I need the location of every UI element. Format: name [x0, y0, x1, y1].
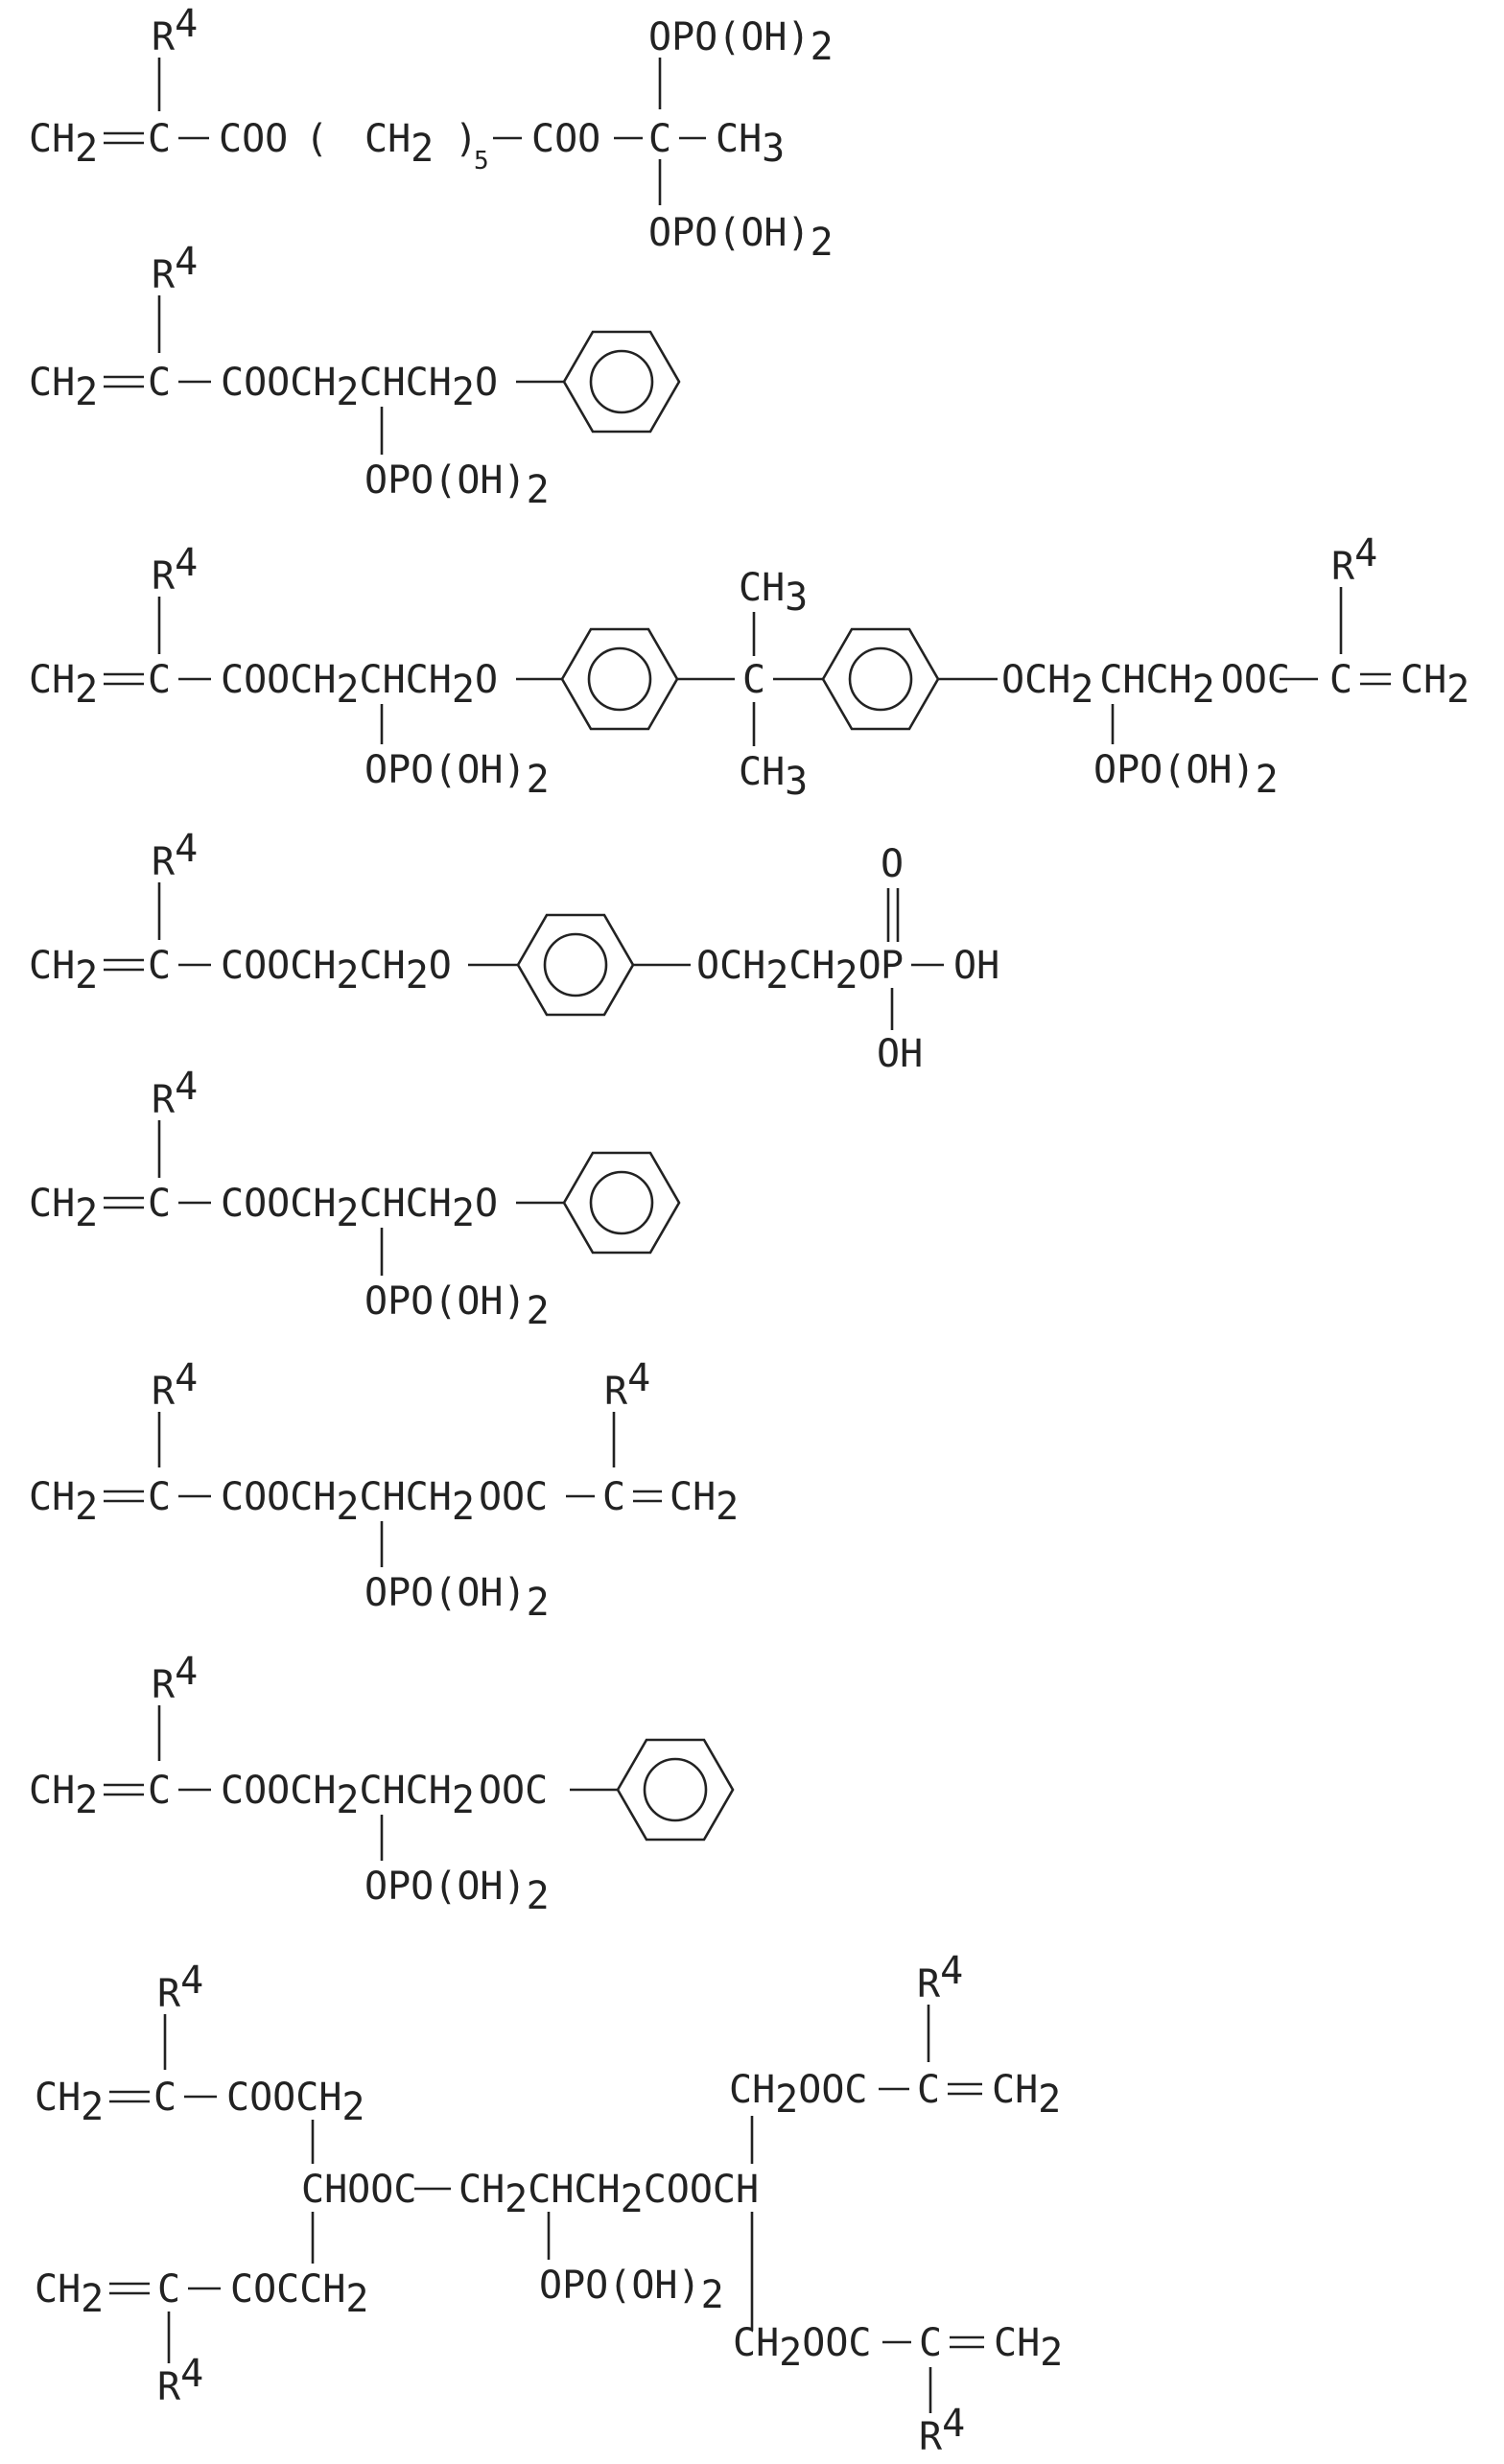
carbon-label: C: [602, 1475, 625, 1519]
r4-label: R4: [919, 2402, 965, 2459]
structure-8: R4 CH2 C COOCH2 CHOOC CH2CHCH2COOCH OPO(…: [35, 1949, 1063, 2459]
chain-label: CHOOC: [301, 2168, 416, 2212]
ester-label: COCCH2: [230, 2267, 369, 2321]
r4-label: R4: [152, 240, 198, 297]
phosphate-group: OPO(OH)2: [648, 211, 834, 265]
carbon-label: C: [148, 1475, 171, 1519]
chain-label: CH2CHCH2COOCH: [458, 2168, 759, 2221]
carbon-label: C: [157, 2267, 180, 2311]
methyl-label: CH3: [739, 750, 808, 804]
ch2-label: CH2: [29, 1475, 98, 1529]
ch2-label: CH2: [1400, 658, 1469, 712]
structure-1: R4 CH2 C COO ( CH2 ) 5 COO C CH3 OPO(OH)…: [29, 2, 834, 265]
benzene-ring: [618, 1740, 733, 1840]
r4-label: R4: [152, 1356, 198, 1414]
structure-5: R4 CH2 C COOCH2CHCH2O OPO(OH)2: [29, 1065, 679, 1333]
benzene-ring: [564, 332, 679, 432]
r4-label: R4: [152, 2, 198, 59]
phosphate-group: OPO(OH)2: [539, 2264, 724, 2317]
r4-label: R4: [152, 1650, 198, 1707]
carbon-label: C: [148, 361, 171, 405]
r4-label: R4: [152, 541, 198, 598]
chain-label: COOCH2CHCH2OOC: [221, 1475, 548, 1529]
ch2-label: CH2: [29, 658, 98, 712]
r4-label: R4: [157, 2352, 203, 2409]
open-paren: (: [305, 117, 328, 161]
ester-label: COO: [531, 117, 600, 161]
r4-label: R4: [1331, 531, 1377, 589]
phosphate-group: OPO(OH)2: [364, 748, 550, 802]
chain-label: OCH2CHCH2OOC: [1001, 658, 1290, 712]
ch2-label: CH2: [29, 944, 98, 997]
chain-label: CH2OOC: [733, 2321, 872, 2375]
r4-label: R4: [152, 1065, 198, 1122]
carbon-label: C: [919, 2321, 942, 2365]
chain-label: CH2OOC: [729, 2068, 868, 2122]
structure-7: R4 CH2 C COOCH2CHCH2OOC OPO(OH)2: [29, 1650, 733, 1918]
carbon-label: C: [148, 944, 171, 988]
chain-label: COOCH2CHCH2OOC: [221, 1769, 548, 1822]
carbon-label: C: [742, 658, 765, 702]
phosphate-group: OPO(OH)2: [364, 458, 550, 512]
phosphorus-label: P: [881, 944, 904, 988]
chain-label: COOCH2CHCH2O: [221, 1182, 498, 1235]
methylene-label: CH2: [364, 117, 434, 171]
structure-6: R4 CH2 C COOCH2CHCH2OOC C CH2 R4 OPO(OH)…: [29, 1356, 739, 1625]
carbon-label: C: [1329, 658, 1352, 702]
r4-label: R4: [157, 1959, 203, 2016]
benzene-ring: [562, 629, 677, 729]
ch2-label: CH2: [29, 361, 98, 414]
phosphate-group: OPO(OH)2: [364, 1865, 550, 1918]
structure-3: R4 CH2 C COOCH2CHCH2O CH3 C CH3 OCH2CHCH…: [29, 531, 1469, 804]
phosphate-group: OPO(OH)2: [1093, 748, 1279, 802]
benzene-ring: [564, 1153, 679, 1253]
oxygen-label: O: [881, 842, 904, 886]
ch2-label: CH2: [29, 1769, 98, 1822]
carbon-label: C: [917, 2068, 940, 2112]
hydroxyl-label: OH: [877, 1032, 923, 1076]
structure-4: R4 CH2 C COOCH2CH2O OCH2CH2O P OH O OH: [29, 827, 999, 1076]
carbon-label: C: [148, 117, 171, 161]
phosphate-group: OPO(OH)2: [364, 1279, 550, 1333]
ch2-label: CH2: [992, 2068, 1061, 2122]
hydroxyl-label: OH: [953, 944, 999, 988]
ester-label: COOCH2: [226, 2076, 365, 2129]
carbon-label: C: [148, 1769, 171, 1813]
carbon-label: C: [648, 117, 671, 161]
chain-label: COOCH2CHCH2O: [221, 658, 498, 712]
carbon-label: C: [148, 1182, 171, 1226]
r4-label: R4: [917, 1949, 963, 2006]
ch2-label: CH2: [29, 1182, 98, 1235]
ch2-label: CH2: [994, 2321, 1063, 2375]
chain-label: COOCH2CH2O: [221, 944, 452, 997]
ch2-label: CH2: [35, 2076, 104, 2129]
structure-2: R4 CH2 C COOCH2CHCH2O OPO(OH)2: [29, 240, 679, 512]
ch2-label: CH2: [29, 117, 98, 171]
ch2-label: CH2: [35, 2267, 104, 2321]
phosphate-group: OPO(OH)2: [364, 1571, 550, 1625]
carbon-label: C: [153, 2076, 176, 2120]
benzene-ring: [518, 915, 633, 1015]
r4-label: R4: [152, 827, 198, 884]
ch2-label: CH2: [670, 1475, 739, 1529]
methyl-label: CH3: [739, 566, 808, 620]
phosphate-group: OPO(OH)2: [648, 15, 834, 69]
chain-label: COOCH2CHCH2O: [221, 361, 498, 414]
benzene-ring: [823, 629, 938, 729]
r4-label: R4: [604, 1356, 650, 1414]
repeat-count: 5: [474, 147, 489, 176]
methyl-label: CH3: [716, 117, 785, 171]
carbon-label: C: [148, 658, 171, 702]
chain-label: OCH2CH2O: [696, 944, 881, 997]
ester-label: COO: [219, 117, 288, 161]
